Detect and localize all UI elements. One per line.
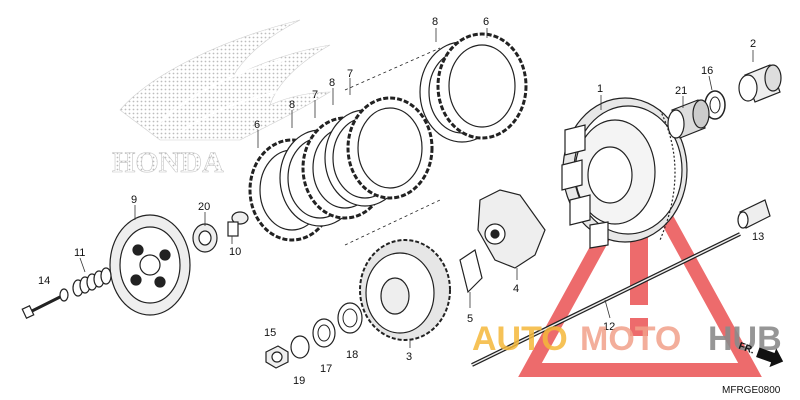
callout-11: 11 <box>74 247 85 259</box>
bolt-part-14 <box>21 288 69 320</box>
callout-17: 17 <box>320 363 332 375</box>
clutch-spring-part-11 <box>72 267 112 297</box>
callout-12: 12 <box>603 321 615 333</box>
friction-disc-7-right <box>346 96 434 200</box>
collar-part-13 <box>737 199 771 229</box>
honda-wing-logo: HONDA <box>112 19 332 179</box>
needle-bearing-part-21 <box>667 99 710 139</box>
callouts <box>79 28 754 348</box>
watermark-triangle-icon <box>518 155 762 377</box>
callout-18: 18 <box>346 349 358 361</box>
callout-21: 21 <box>675 85 687 97</box>
clutch-outer-housing-part-1 <box>561 97 688 249</box>
callout-16: 16 <box>701 65 713 77</box>
callout-8-top: 8 <box>432 16 438 28</box>
diagram-code: MFRGE0800 <box>722 385 781 396</box>
callout-15: 15 <box>264 327 276 339</box>
automotohub-watermark: AUTO MOTO HUB <box>472 320 782 358</box>
callout-2: 2 <box>750 38 756 50</box>
bearing-part-20 <box>192 223 218 253</box>
watermark-moto: MOTO <box>580 320 681 358</box>
pressure-plate-part-9 <box>109 214 191 316</box>
callout-7-right: 7 <box>347 68 353 80</box>
callout-3: 3 <box>406 351 412 363</box>
callout-13: 13 <box>752 231 764 243</box>
callout-8-mid: 8 <box>329 77 335 89</box>
front-direction-marker: FR. <box>737 341 784 368</box>
clutch-plate-stack <box>248 32 528 246</box>
sleeve-part-2 <box>738 64 782 103</box>
callout-1: 1 <box>597 83 603 95</box>
pushrod-part-12 <box>471 232 741 367</box>
front-arrow-icon <box>756 347 784 368</box>
callout-7-left: 7 <box>312 89 318 101</box>
callout-5: 5 <box>467 313 473 325</box>
callout-6-left: 6 <box>254 119 260 131</box>
callout-10: 10 <box>229 246 241 258</box>
honda-logo-text: HONDA <box>112 146 224 179</box>
callout-9: 9 <box>131 194 137 206</box>
watermark-auto: AUTO <box>472 320 568 358</box>
plate-part-5 <box>459 249 483 294</box>
clutch-center-part-3 <box>359 239 451 341</box>
callout-8-left: 8 <box>289 99 295 111</box>
callout-labels: 1 2 3 4 5 6 6 7 7 8 8 8 9 10 11 12 13 14… <box>38 16 764 387</box>
callout-6-right: 6 <box>483 16 489 28</box>
callout-19: 19 <box>293 375 305 387</box>
fr-label: FR. <box>737 341 756 357</box>
callout-14: 14 <box>38 275 50 287</box>
washer-part-19 <box>290 335 310 359</box>
callout-20: 20 <box>198 201 210 213</box>
lifter-plate-part-4 <box>477 189 546 269</box>
friction-disc-6-right <box>436 32 528 140</box>
bolt-part-10 <box>227 211 249 237</box>
lock-nut-part-15 <box>265 345 289 369</box>
callout-4: 4 <box>513 283 519 295</box>
